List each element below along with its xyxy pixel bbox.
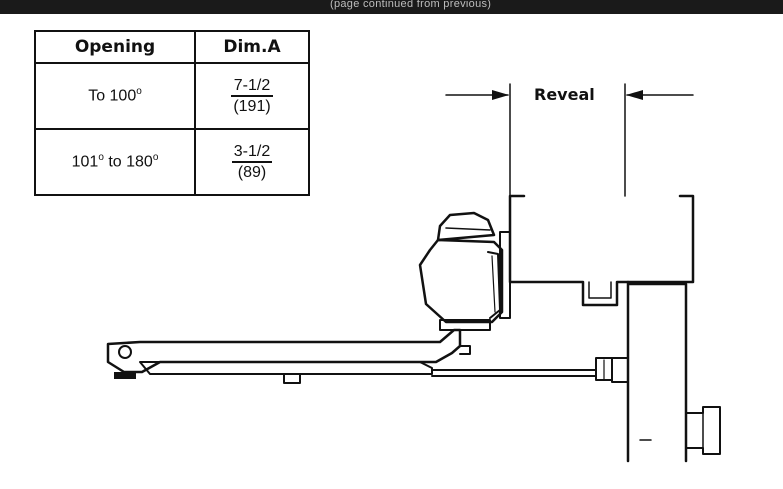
reveal-dimension bbox=[445, 83, 694, 197]
opening-cell: To 100o bbox=[34, 62, 196, 130]
frame-profile bbox=[508, 194, 695, 307]
header-partial-text: (page continued from previous) bbox=[330, 0, 492, 10]
dimension-fraction: 7-1/2 (191) bbox=[231, 77, 273, 115]
top-header-bar: (page continued from previous) bbox=[0, 0, 783, 14]
dimension-table: Opening Dim.A To 100o 7-1/2 (191) 101o t… bbox=[34, 30, 310, 196]
column-header-opening: Opening bbox=[34, 30, 196, 64]
door-section bbox=[626, 280, 721, 463]
column-header-dim-a: Dim.A bbox=[194, 30, 310, 64]
dimension-fraction: 3-1/2 (89) bbox=[231, 143, 273, 181]
table-row: 101o to 180o 3-1/2 (89) bbox=[34, 128, 310, 196]
dim-a-cell: 7-1/2 (191) bbox=[194, 62, 310, 130]
table-row: To 100o 7-1/2 (191) bbox=[34, 62, 310, 130]
opening-cell: 101o to 180o bbox=[34, 128, 196, 196]
arm-assembly bbox=[106, 328, 629, 384]
reveal-label: Reveal bbox=[534, 85, 595, 104]
dim-a-cell: 3-1/2 (89) bbox=[194, 128, 310, 196]
closer-body bbox=[418, 211, 511, 331]
table-header-row: Opening Dim.A bbox=[34, 30, 310, 64]
